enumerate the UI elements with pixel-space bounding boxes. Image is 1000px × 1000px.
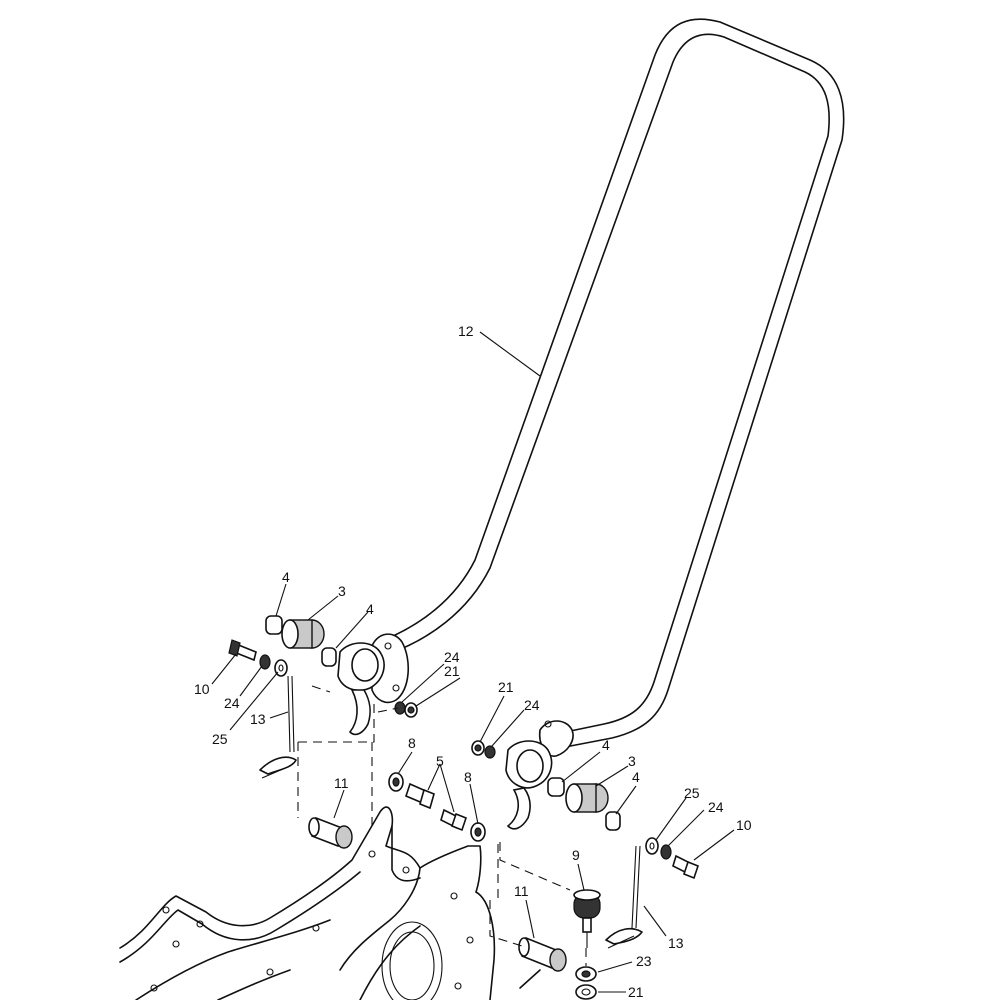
callout-12: 12 <box>458 323 474 339</box>
callout-10-right: 10 <box>736 817 752 833</box>
bushing-4-lower-right <box>605 811 621 831</box>
bushing-4-lower-left <box>321 647 337 667</box>
callout-4-right-lower: 4 <box>632 769 640 785</box>
callout-4-left-top: 4 <box>282 569 290 585</box>
right-bolt-washers <box>645 837 699 880</box>
callout-24-right: 24 <box>708 799 724 815</box>
left-nut-washer <box>394 701 418 718</box>
callout-5: 5 <box>436 753 444 769</box>
callout-3-right: 3 <box>628 753 636 769</box>
bushing-4-upper-left <box>265 615 283 635</box>
right-nut-washer <box>471 740 496 759</box>
callout-24-left: 24 <box>224 695 240 711</box>
left-guide-lines <box>297 685 399 830</box>
callout-25-left: 25 <box>212 731 228 747</box>
callout-23: 23 <box>636 953 652 969</box>
right-pivot-bracket <box>505 720 574 830</box>
callout-24-left-nut: 24 <box>444 649 460 665</box>
right-pin-11 <box>518 936 567 972</box>
leader-lines <box>211 331 735 993</box>
right-bushings <box>547 777 621 831</box>
callout-21-bottom: 21 <box>628 984 644 1000</box>
callout-4-left-lower: 4 <box>366 601 374 617</box>
callout-3-left: 3 <box>338 583 346 599</box>
roll-bar-tube <box>383 18 845 749</box>
spacer-3-left <box>281 619 325 649</box>
callout-13-left: 13 <box>250 711 266 727</box>
callout-21-left-nut: 21 <box>444 663 460 679</box>
callout-8-left: 8 <box>408 735 416 751</box>
rubber-stop-9 <box>573 889 601 948</box>
callout-25-right: 25 <box>684 785 700 801</box>
machine-frame <box>119 806 541 1000</box>
spacer-3-right <box>565 783 609 813</box>
bushing-4-upper-right <box>547 777 565 797</box>
left-lanyard-pin <box>259 675 297 779</box>
left-bushings <box>265 615 337 667</box>
right-guide-lines <box>489 842 587 966</box>
right-lanyard-pin <box>605 845 643 949</box>
callout-labels: 12 4 3 4 10 24 25 13 24 21 21 24 8 5 8 1… <box>194 323 752 1000</box>
bottom-washer-nut <box>575 966 597 1000</box>
left-pivot-bracket <box>337 633 410 736</box>
callout-9: 9 <box>572 847 580 863</box>
callout-4-right-top: 4 <box>602 737 610 753</box>
callout-8-right: 8 <box>464 769 472 785</box>
callout-11-right: 11 <box>514 883 529 899</box>
callout-10-left: 10 <box>194 681 210 697</box>
callout-21-right-nut: 21 <box>498 679 514 695</box>
left-pin-11 <box>308 816 353 849</box>
callout-24-right-nut: 24 <box>524 697 540 713</box>
callout-13-right: 13 <box>668 935 684 951</box>
callout-11-left: 11 <box>334 775 349 791</box>
